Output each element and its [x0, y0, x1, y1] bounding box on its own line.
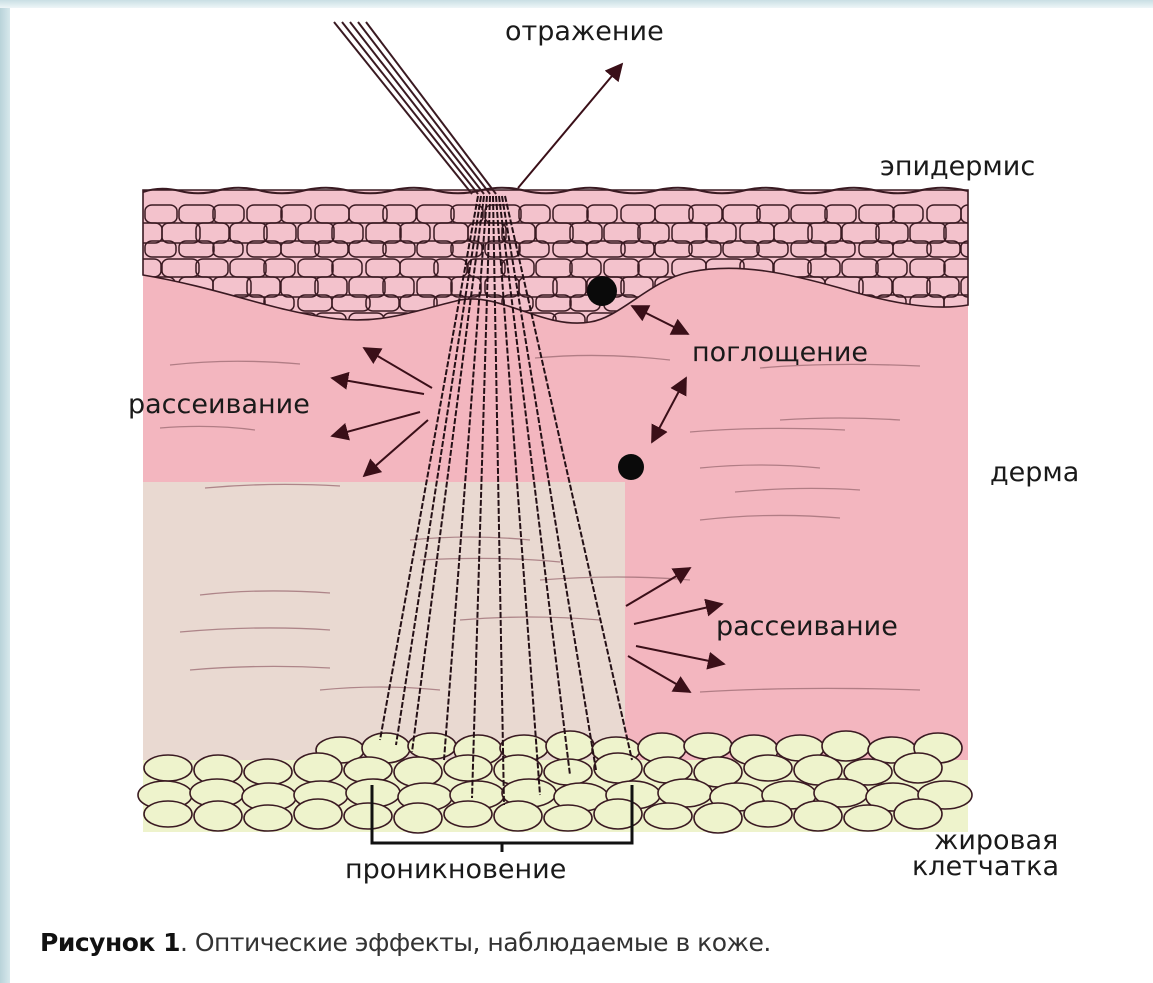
fat-cell — [684, 733, 732, 759]
fat-cell — [644, 803, 692, 829]
label-dermis: дерма — [990, 458, 1079, 488]
label-epidermis: эпидермис — [880, 152, 1035, 182]
label-scattering-left: рассеивание — [128, 390, 310, 420]
caption-text: . Оптические эффекты, наблюдаемые в коже… — [180, 928, 771, 957]
fat-cell — [408, 733, 456, 759]
label-absorption: поглощение — [692, 338, 868, 368]
fat-cell — [144, 755, 192, 781]
label-reflection: отражение — [505, 17, 664, 47]
fat-cell — [194, 801, 242, 831]
fat-cell — [794, 801, 842, 831]
fat-cell — [744, 755, 792, 781]
absorption-particle-mid — [618, 454, 644, 480]
caption-prefix: Рисунок 1 — [40, 928, 180, 957]
incoming-light-beam — [334, 22, 496, 194]
fat-cell — [494, 801, 542, 831]
figure-caption: Рисунок 1. Оптические эффекты, наблюдаем… — [40, 928, 771, 957]
fat-cell — [894, 753, 942, 783]
label-scattering-right: рассеивание — [716, 612, 898, 642]
fat-cell — [844, 805, 892, 831]
fat-cell — [394, 803, 442, 833]
fat-cell — [694, 803, 742, 833]
fat-cell — [594, 799, 642, 829]
reflection-arrow — [518, 64, 622, 188]
fat-cell — [344, 803, 392, 829]
fat-cell — [244, 759, 292, 785]
fat-cell — [394, 757, 442, 787]
fat-cell — [594, 753, 642, 783]
fat-cell — [444, 755, 492, 781]
fat-cell — [294, 799, 342, 829]
fat-cell — [546, 731, 594, 761]
label-fat-line2: клетчатка — [912, 852, 1059, 882]
fat-cell — [544, 805, 592, 831]
fat-cell — [744, 801, 792, 827]
fat-cell — [444, 801, 492, 827]
fat-cell — [144, 801, 192, 827]
label-penetration: проникновение — [345, 855, 566, 885]
absorption-particle-top — [587, 276, 617, 306]
fat-cell — [244, 805, 292, 831]
fat-cell — [294, 753, 342, 783]
